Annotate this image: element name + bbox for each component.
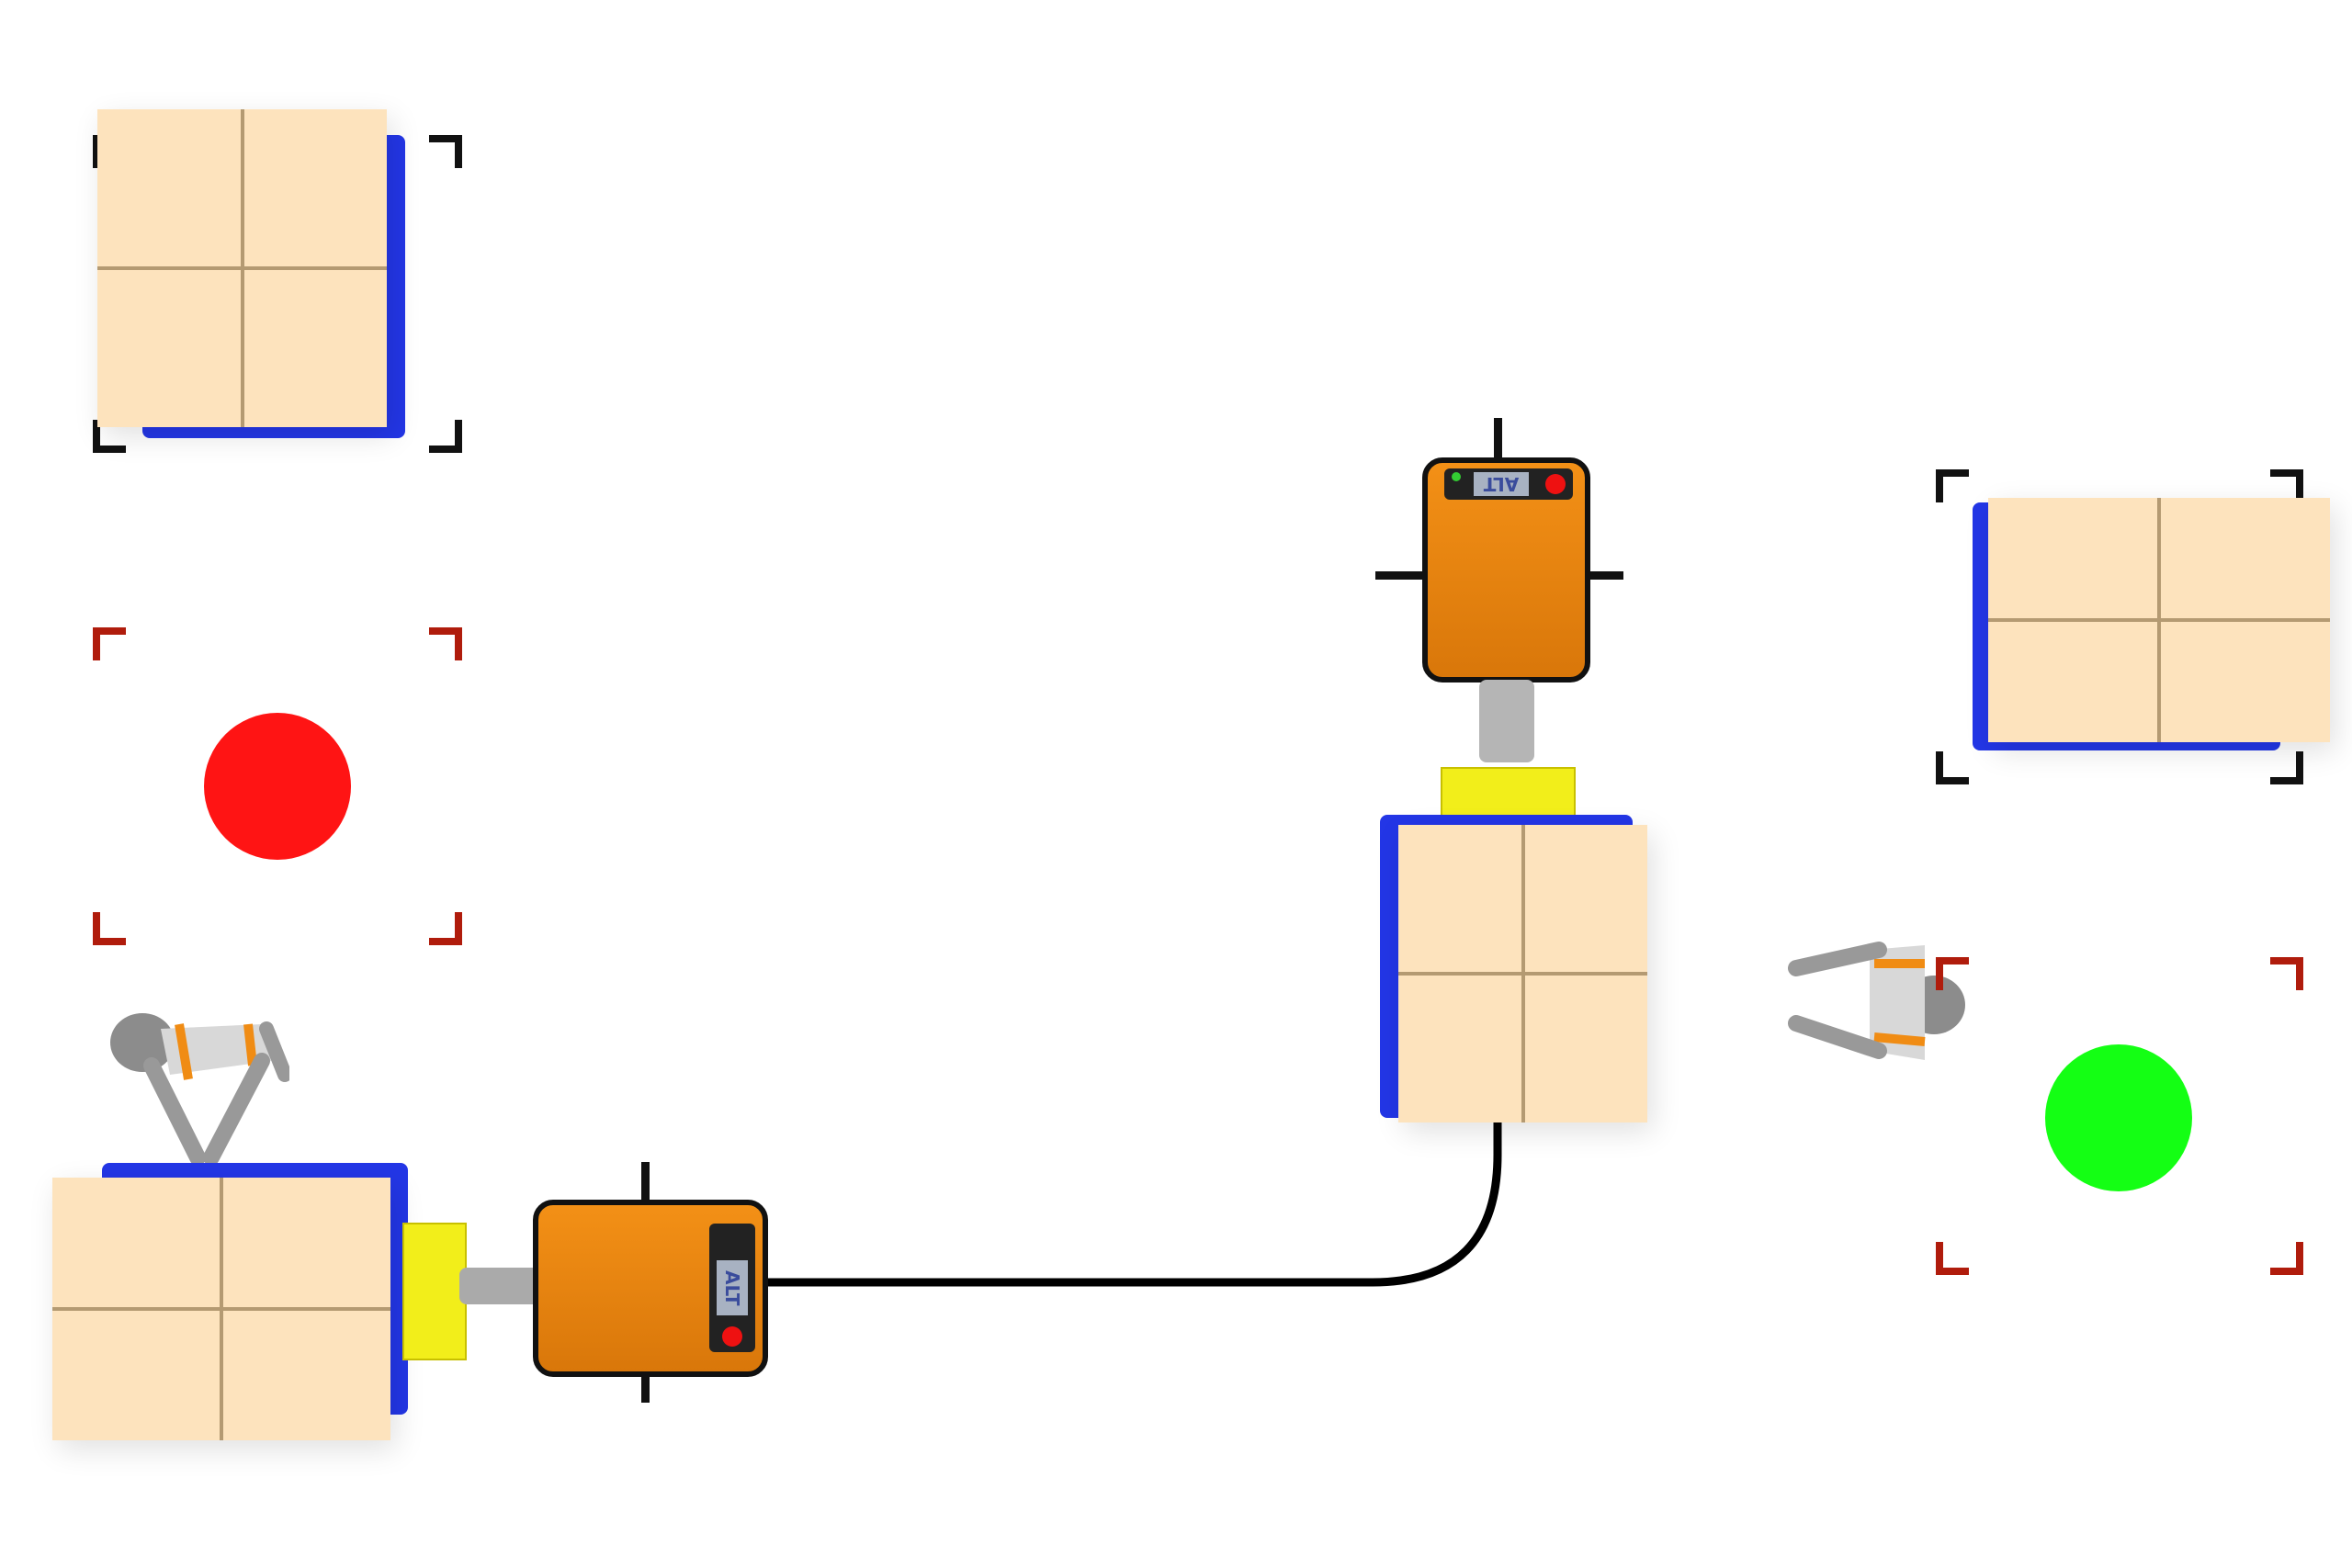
status-light-green (1452, 472, 1461, 481)
pallet-jack-handle (459, 1268, 542, 1304)
corner-bracket (93, 627, 126, 660)
control-panel: ALT (709, 1224, 755, 1352)
start-marker-red-circle (204, 713, 351, 860)
corner-bracket (1936, 1242, 1969, 1275)
corner-bracket (1936, 957, 1969, 990)
pallet-jack-handle (1479, 680, 1534, 762)
corner-bracket (429, 420, 462, 453)
box-stack (1988, 498, 2330, 742)
corner-bracket (429, 135, 462, 168)
robot-crosshair (1494, 418, 1502, 482)
corner-bracket (2270, 957, 2303, 990)
agv-robot: ALT (533, 1200, 768, 1377)
robot-screen: ALT (1474, 472, 1529, 496)
corner-bracket (1936, 469, 1969, 502)
worker-figure (110, 1013, 289, 1166)
box-stack (1398, 825, 1647, 1122)
corner-bracket (1936, 751, 1969, 784)
pallet-jack-fork (402, 1223, 467, 1360)
goal-marker-green-circle (2045, 1044, 2192, 1191)
goal-zone (1936, 957, 2303, 1275)
corner-bracket (429, 627, 462, 660)
start-zone (93, 627, 462, 945)
corner-bracket (2270, 751, 2303, 784)
box-stack (97, 109, 387, 427)
emergency-stop-button (1545, 474, 1566, 494)
emergency-stop-button (722, 1326, 742, 1347)
agv-robot: ALT (1422, 457, 1590, 682)
storage-slot-right (1936, 469, 2303, 784)
pallet-jack-fork (1441, 767, 1576, 818)
corner-bracket (93, 912, 126, 945)
robot-screen: ALT (717, 1260, 748, 1315)
corner-bracket (2270, 1242, 2303, 1275)
corner-bracket (2270, 469, 2303, 502)
corner-bracket (93, 420, 126, 453)
corner-bracket (429, 912, 462, 945)
worker-figure (1788, 942, 1965, 1060)
control-panel: ALT (1444, 468, 1573, 500)
box-stack (52, 1178, 390, 1440)
